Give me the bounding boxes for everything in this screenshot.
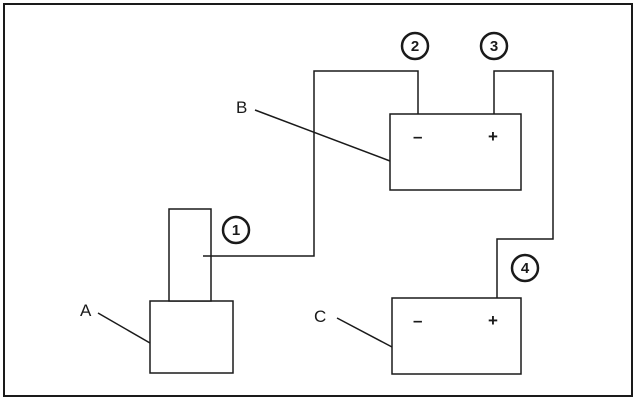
label-b: B — [236, 98, 247, 117]
battery-b-body — [389, 113, 522, 191]
label-c: C — [314, 307, 326, 326]
battery-b-negative-sign: – — [413, 127, 422, 146]
battery-c-positive-sign: + — [488, 311, 498, 330]
callout-1-number: 1 — [232, 222, 240, 239]
callout-2-circle — [400, 31, 430, 61]
battery-c: – + C — [314, 297, 522, 375]
component-a-post — [168, 208, 212, 302]
wire-b-positive-to-c-positive — [493, 70, 554, 298]
battery-b-leader — [254, 109, 391, 162]
callout-4-circle — [510, 253, 540, 283]
callout-1-circle — [221, 215, 251, 245]
wire-1-a-to-b-negative — [203, 70, 419, 257]
callout-3: 3 — [479, 31, 509, 61]
battery-b: – + B — [236, 98, 522, 191]
callout-3-number: 3 — [490, 38, 498, 55]
battery-c-leader — [336, 317, 393, 348]
battery-c-body — [391, 297, 522, 375]
callout-2-number: 2 — [411, 38, 419, 55]
component-a: A — [80, 208, 234, 374]
callout-4-number: 4 — [521, 260, 530, 277]
callout-2: 2 — [400, 31, 430, 61]
diagram-frame — [3, 3, 633, 397]
callout-1: 1 — [221, 215, 251, 245]
label-a: A — [80, 301, 92, 320]
callout-3-circle — [479, 31, 509, 61]
component-a-body — [149, 300, 234, 374]
component-a-leader — [97, 312, 151, 344]
callout-4: 4 — [510, 253, 540, 283]
battery-b-positive-sign: + — [488, 127, 498, 146]
battery-c-negative-sign: – — [413, 311, 422, 330]
